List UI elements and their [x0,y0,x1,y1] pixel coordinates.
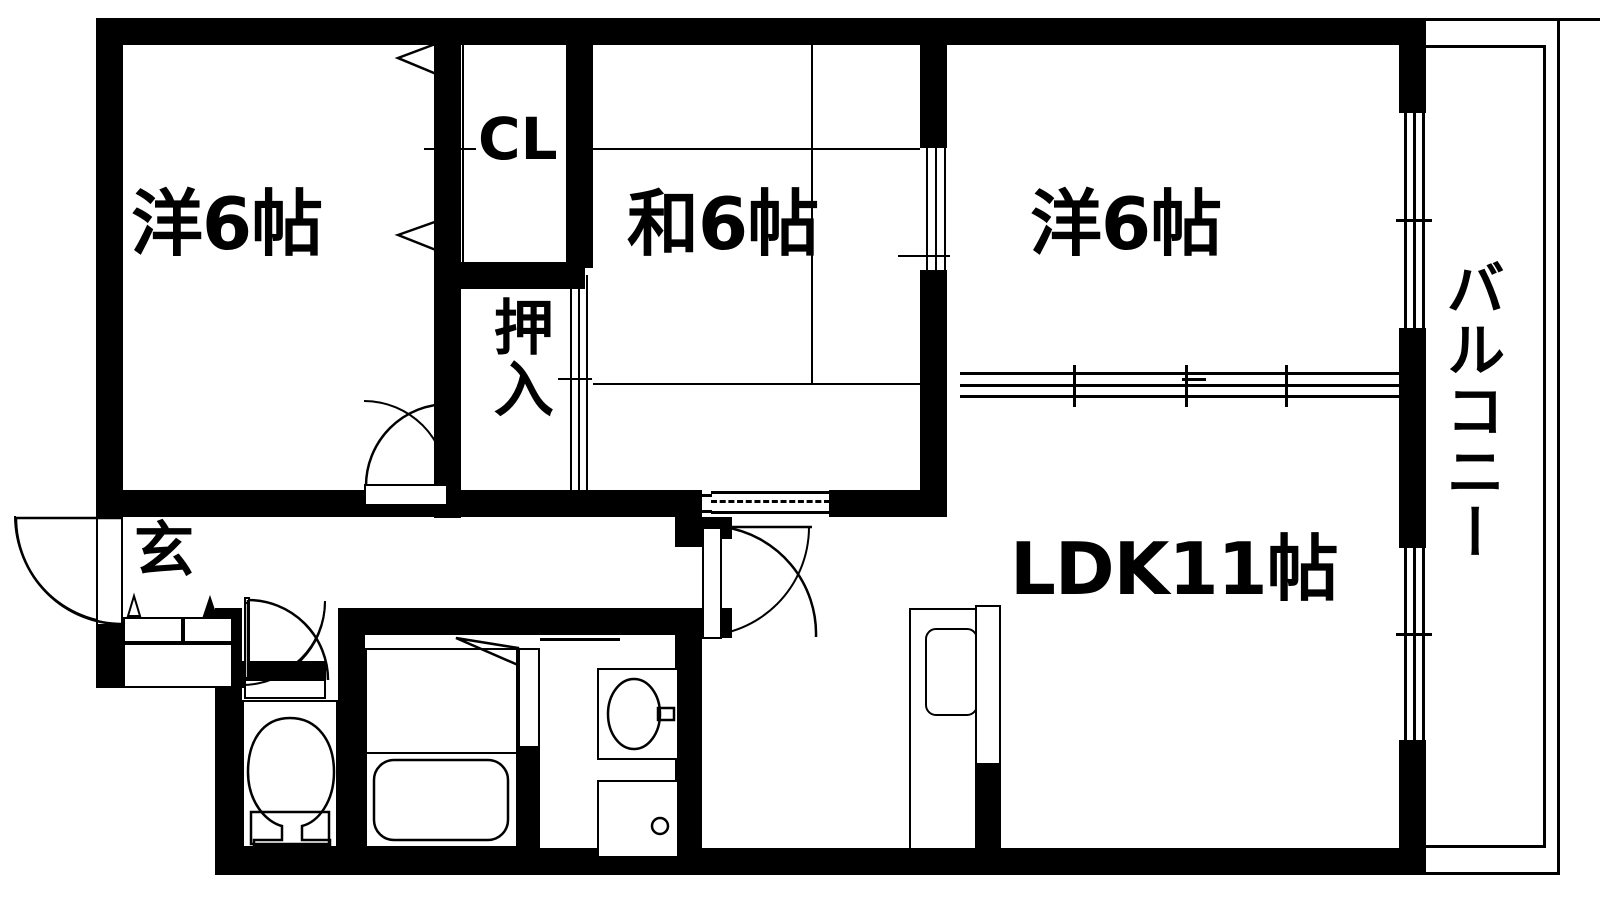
tatami-line-h1 [593,148,920,150]
bath-folding-door-panel[interactable] [518,648,540,748]
balcony-sliding-upper-tick [1396,219,1432,222]
ldk-room-sliding-mid [960,384,1400,387]
kitchen-opening-dash [620,628,700,631]
balcony-rail-outer-top [1426,18,1600,21]
middleroom-bottom-opening-dashbot [711,511,830,514]
wall-middle-right-divider-top [920,18,947,148]
fusuma-middle-right-a [926,148,928,271]
genkan-step-left [123,617,183,643]
wall-middle-right-divider-bot [920,270,947,515]
balcony-rail-outer-right [1557,18,1560,875]
closet-cl-door-line-a [446,45,448,262]
wall-wc-bath-divider [338,608,365,848]
ldk-room-sliding-top [960,372,1400,375]
ldk-room-sliding-tick3 [1185,365,1188,407]
kitchen-opening-top [540,615,620,618]
ldk-room-sliding-tick2 [1285,365,1288,407]
balcony-sliding-lower-tick [1396,633,1432,636]
closet-cl-center-tick [424,148,476,150]
room-left-door-panel[interactable] [364,484,448,506]
wall-top-outer [96,18,1426,45]
fusuma-middle-right-c [944,148,946,271]
balcony-label: バルコニー [1436,258,1506,563]
closet-cl-door-line-b [462,45,464,262]
bathtub-fixture [365,752,518,848]
middleroom-bottom-opening-dashtop [711,491,830,494]
entrance-label-genkan: 玄 [134,516,194,586]
ldk-hall-door-panel[interactable] [702,527,722,639]
wall-right-outer-mid [1399,328,1426,548]
closet-label-cl: CL [478,105,558,173]
closet-label-oshiire: 押入 [483,296,554,420]
refrigerator-side-panel [975,605,1001,765]
middleroom-bottom-opening-bot [611,510,712,513]
wall-ldk-left-upper [675,517,702,547]
middleroom-bottom-opening-top [611,494,712,497]
balcony-sliding-lower-a [1404,548,1407,740]
kitchen-sink-counter [597,668,679,760]
wall-fridge-niche [975,763,1001,849]
ldk-room-sliding-jointA [1182,378,1206,381]
ldk-room-sliding-tick1 [1073,365,1076,407]
kitchen-opening-mid [540,630,620,633]
toilet-enclosure [242,700,338,848]
cooktop-fixture [597,780,679,858]
room-label-middle: 和6帖 [627,182,819,266]
genkan-floor [123,643,233,688]
tatami-line-v1 [811,148,813,268]
balcony-rail-inner-right [1543,45,1546,845]
tatami-line-v3 [811,45,813,148]
wall-kitchen-right [675,608,702,848]
balcony-sliding-lower-b [1413,548,1416,740]
ldk-room-sliding-bot [960,395,1400,398]
balcony-sliding-lower-c [1422,548,1425,740]
room-label-ldk: LDK11帖 [1010,527,1339,611]
fusuma-middle-right-b [935,148,937,271]
tatami-line-h2 [593,383,920,385]
balcony-rail-inner-top [1426,45,1546,48]
fusuma-middle-right-tick [898,255,950,257]
wall-cl-bottom [455,262,585,289]
oshiire-door-tick [558,378,592,380]
balcony-rail-outer-bottom [1426,872,1560,875]
entrance-door-panel[interactable] [96,516,123,626]
kitchen-opening-bot [540,638,620,641]
oshiire-door-line-a [570,275,572,490]
oshiire-door-line-c [586,275,588,490]
room-label-left: 洋6帖 [131,182,323,266]
tatami-line-v2 [811,268,813,385]
genkan-step-right [183,617,233,643]
refrigerator-door-panel [925,628,978,716]
wall-oshiire-right [566,18,593,268]
room-label-right: 洋6帖 [1030,182,1222,266]
wall-bottom-outer-right [700,848,1426,875]
balcony-rail-inner-bottom [1426,845,1546,848]
oshiire-door-line-b [578,275,580,490]
middleroom-bottom-opening-dash [711,500,830,503]
wall-middleroom-bottom-2 [829,490,947,517]
genkan-arrow-left [126,592,142,617]
wall-right-outer-top [1399,18,1426,113]
